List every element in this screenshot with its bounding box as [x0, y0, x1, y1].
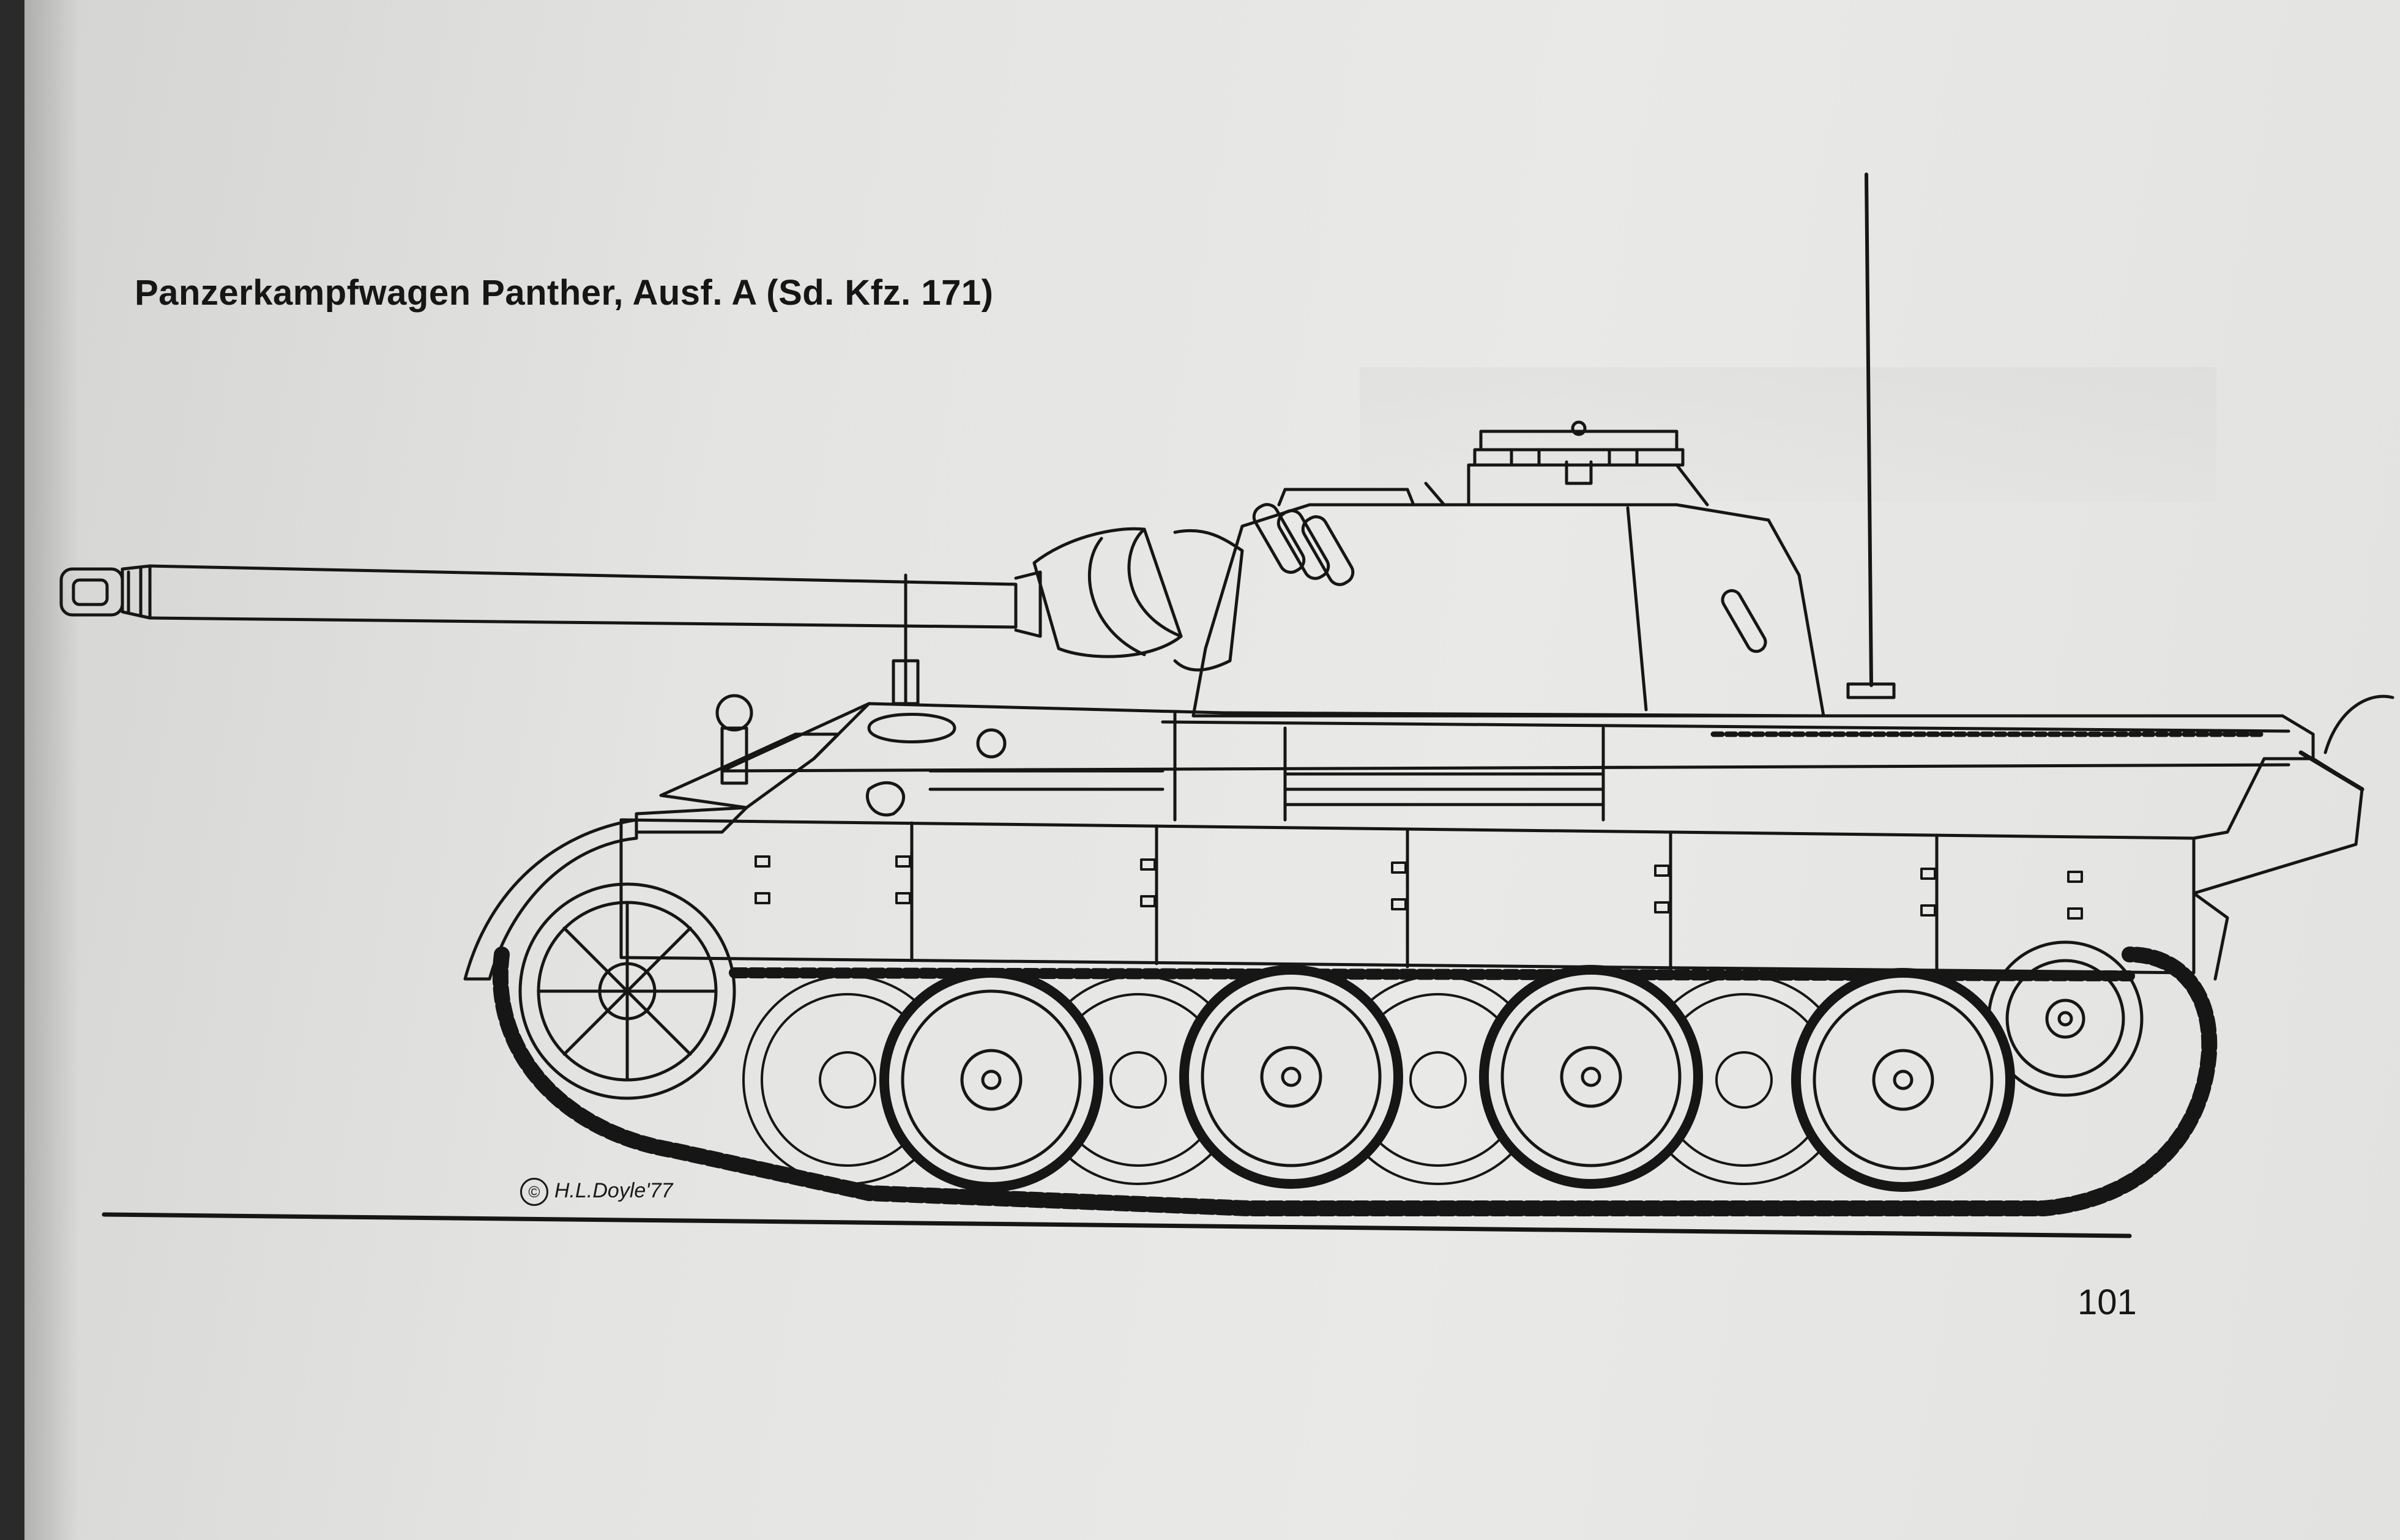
hull-rear [2192, 694, 2394, 981]
page-gutter-shadow [24, 0, 80, 1540]
artist-credit-text: H.L.Doyle'77 [554, 1178, 673, 1202]
turret [1191, 482, 1825, 718]
smoke-dischargers [1252, 503, 1355, 586]
page-number: 101 [2078, 1282, 2137, 1322]
ground-line [102, 1212, 2132, 1238]
copyright-symbol: © [520, 1178, 548, 1206]
hull-deck [720, 702, 2315, 822]
antenna-base [1846, 682, 1896, 699]
gun-barrel [59, 564, 1042, 638]
antenna [1865, 173, 1873, 687]
tank-line-drawing [59, 173, 2394, 1238]
hull-front [463, 694, 871, 981]
book-page: Panzerkampfwagen Panther, Ausf. A (Sd. K… [24, 0, 2400, 1540]
side-skirts [619, 818, 2196, 975]
deck-tools [865, 573, 1165, 817]
artist-credit: ©H.L.Doyle'77 [520, 1178, 673, 1206]
road-wheels-outer [879, 965, 2015, 1192]
drive-sprocket [518, 882, 736, 1100]
commander-cupola [1467, 420, 1709, 507]
drawing-caption: Panzerkampfwagen Panther, Ausf. A (Sd. K… [135, 273, 994, 313]
show-through-text [1360, 367, 2216, 502]
gun-mantlet [1032, 527, 1244, 672]
